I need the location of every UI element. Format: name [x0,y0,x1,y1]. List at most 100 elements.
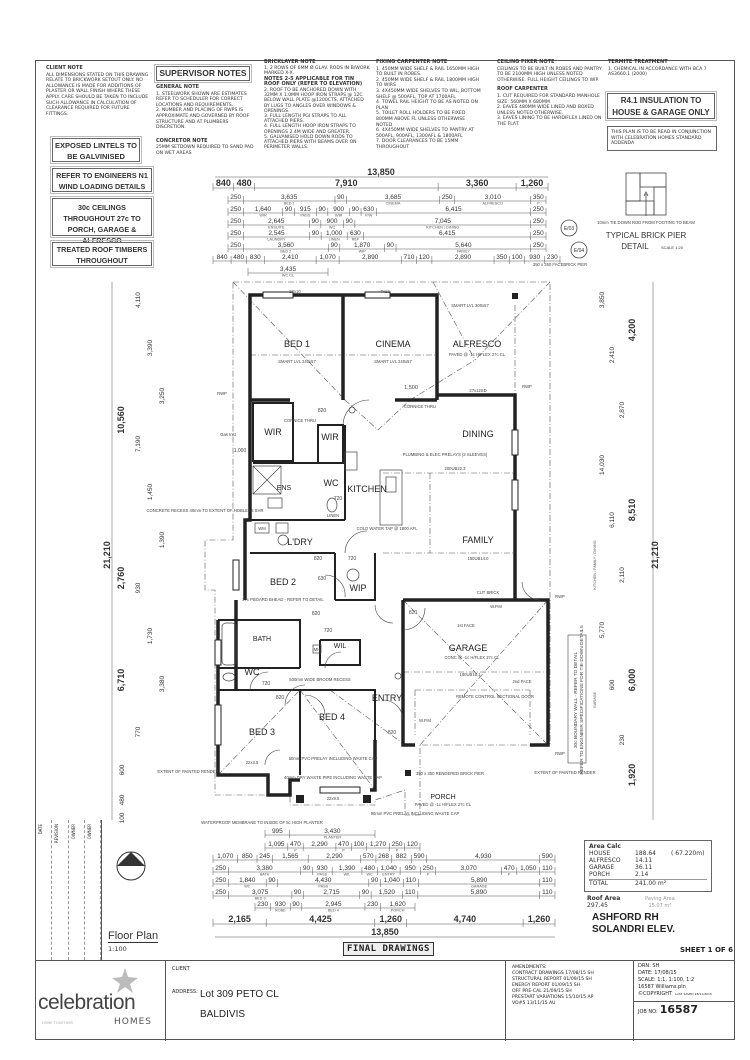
dimension-value: 2,410 [282,254,299,261]
door-width: 720 [348,556,357,562]
dimension-value: 250 [533,242,544,249]
amendments-cell: AMENDMENTS: CONTRACT DRAWINGS 17/08/15 S… [506,961,634,1041]
dimension-value: 1,390 [339,865,356,872]
client-note-title: CLIENT NOTE [46,65,83,71]
section-marker-icon [570,241,588,259]
rwp-label: RWP [555,751,565,756]
drawn-by: DRN: SH [638,963,660,969]
dimension-room-label: ENTRY [382,873,395,877]
dimension-room-label: PORCH [391,909,405,913]
dimension-value: 3,360 [466,178,489,188]
revision-column-label: OWNER [86,824,92,840]
dimension-value: 930 [529,254,540,261]
dimension-value: 2,290 [326,853,343,860]
dimension-value: 250 [215,865,226,872]
star-logo-icon [112,968,138,993]
last-saved: LAST SAVED 18/11/2015 [675,992,712,996]
dimension-value: 830 [250,254,261,261]
dimension-value: 230 [367,901,378,908]
left-dimensions: 21,21010,5602,7606,7106004801004,1103,39… [102,282,166,823]
dimension-value: 4,930 [475,853,492,860]
room-bed2: BED 2 [270,577,296,587]
dimension-value: 1,000 [326,230,343,237]
roof-note-body: 1. CUT REQUIRED FOR STANDARD MANHOLE SIZ… [497,93,602,127]
dimension-room-label: FAMILY [457,250,471,254]
linen-label: LINEN [327,513,339,518]
client-note: CLIENT NOTE ALL DIMENSIONS STATED ON THI… [46,65,150,121]
dimension-value: 3,850 [599,291,606,308]
roof-area: Roof Area 297.45 [587,895,620,909]
dimension-value: 250 [533,218,544,225]
dimension-room-label: KITCHEN / DINING [426,226,459,230]
dimension-value: 930 [317,865,328,872]
room-wir1: WIR [264,427,282,437]
second-face-note: 2nd FACE [512,679,531,684]
dimension-value: 100 [512,254,523,261]
amendment-item: PRESTART VARIATIONS 15/10/15 AP [512,995,594,1000]
door-width: 820 [318,408,327,414]
address-line1: Lot 309 PETO CL [200,989,279,1000]
dimension-value: 90 [345,218,353,225]
planter-pier-icon [363,795,371,803]
dimension-value: 770 [135,726,142,737]
room-dining: DINING [462,429,494,439]
door-width: 820 [388,730,397,736]
bricklayer-note-body: 1. 2 ROWS OF 6mm Ø GLAV. RODS IN B/WORK … [264,66,370,77]
room-bath: BATH [253,636,271,643]
dimension-value: 5,890 [471,877,488,884]
first-face-note: 1st FACE [457,623,475,628]
dimension-value: 230 [547,254,558,261]
general-note-body: 1. STEELWORK SHOWN ARE ESTIMATES REFER T… [156,91,250,131]
dimension-room-label: WC [329,226,336,230]
cornice-note: CORNICE THRU [404,404,436,409]
dimension-value: 1,040 [384,877,401,884]
dimension-value: 1,450 [147,483,154,500]
roof-note-title: ROOF CARPENTER [497,86,548,93]
pvc90-note: 90mm PVC PRELAY INCLUDING WASTE CAP [371,811,460,816]
room-porch: PORCH [430,794,455,801]
door-width: 720 [324,628,333,634]
dimension-room-label: GARAGE [471,885,488,889]
dimension-value: 710 [403,254,414,261]
plan-scale: 1:100 [108,945,127,953]
overall-width-bottom: 13,850 [371,927,399,937]
overall-depth-right: 21,210 [650,541,660,569]
room-bed4: BED 4 [319,712,345,722]
revision-column: OWNER [85,820,101,960]
dimension-value: 350 [496,254,507,261]
dimension-value: 110 [406,877,417,884]
door-width: 720 [262,681,271,687]
door-swings [249,399,541,766]
dimension-value: 840 [217,254,228,261]
room-wil: WIL [334,643,347,650]
dimension-value: 5,640 [455,242,472,249]
dimension-value: 90 [387,242,395,249]
dimension-value: 1,260 [528,914,551,924]
dimension-value: 120 [419,254,430,261]
dimension-value: 3,380 [256,865,273,872]
room-wip: WIP [350,583,367,593]
dimension-room-label: P [427,873,430,877]
dimension-value: 4,430 [315,877,332,884]
dimension-value: 90 [312,230,320,237]
cinema-lintel: SMART LVL 240x57 [374,359,412,364]
dimension-room-label: WC [366,873,373,877]
area-cell: ALFRESCO [589,857,621,864]
dimension-value: 100 [119,812,126,823]
drawing-scale: SCALE: 1:1, 1:100, 1:2 [638,977,695,983]
dimension-value: 250 [230,194,241,201]
dimension-value: 915 [300,206,311,213]
file-name: 16587 Williams.pln [638,984,686,990]
dimension-value: 245 [259,853,270,860]
dimension-value: 1,260 [379,914,402,924]
paving-area: Paving Area 15.07 m² [645,896,675,910]
roof-area-value: 297.45 [587,902,608,909]
vanity-basin-icon [267,497,283,509]
dimension-value: 1,260 [521,178,544,188]
section-marker-icon [560,219,578,237]
section-label: E/04 [574,248,585,254]
dimension-value: 1,390 [159,531,166,548]
dimension-room-label: LINEN [329,238,340,242]
